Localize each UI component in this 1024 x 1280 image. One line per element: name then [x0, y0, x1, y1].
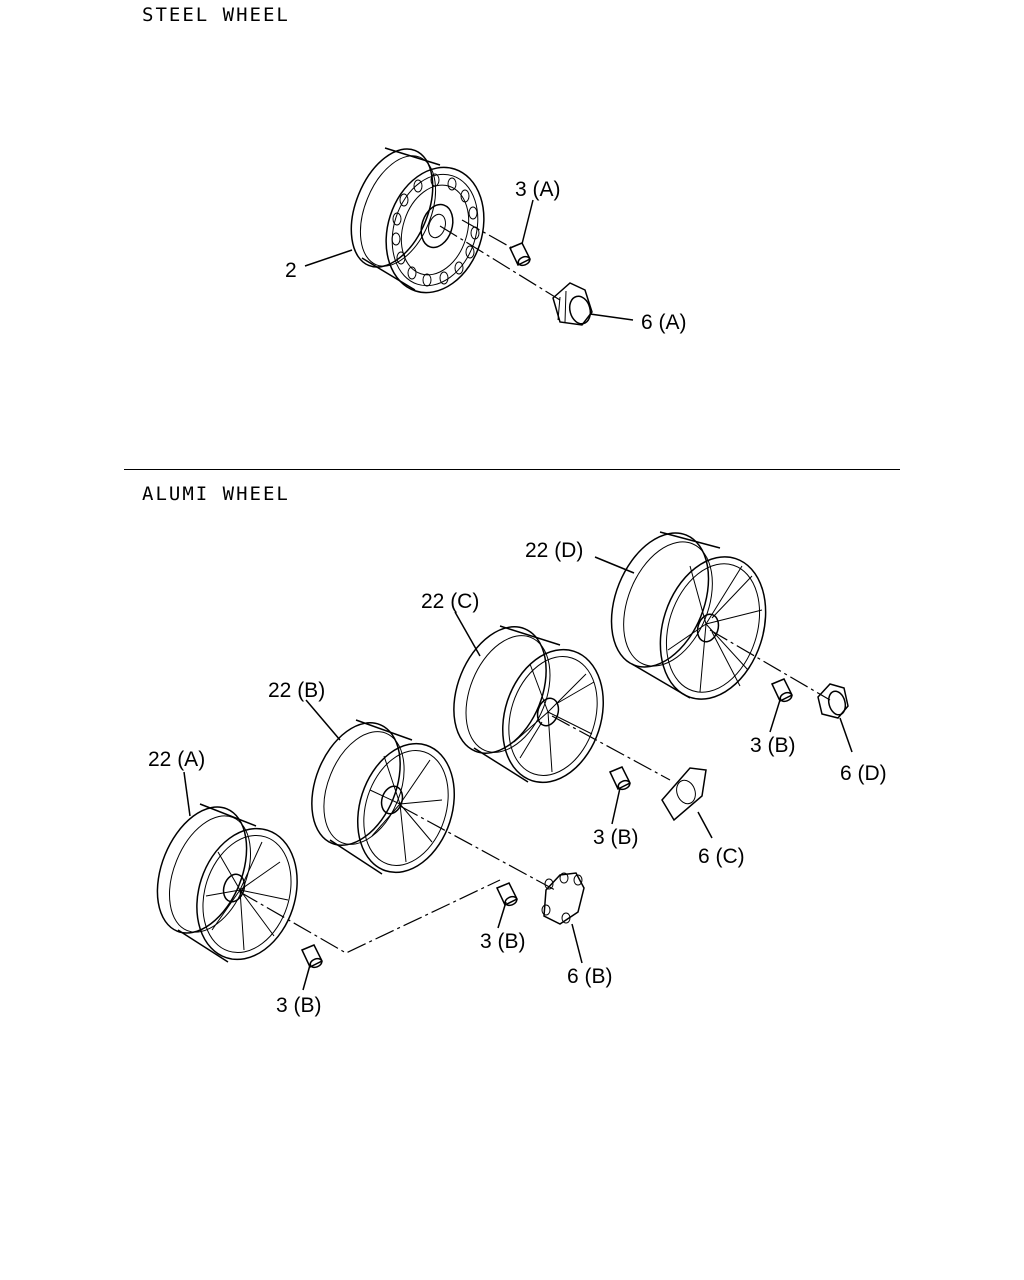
callout-alumi-wheel-b: 22 (B): [268, 679, 325, 702]
callout-alumi-wheel-a: 22 (A): [148, 748, 205, 771]
section-divider: [124, 469, 900, 470]
leader-alumi-c-nut: [611, 787, 621, 825]
callout-cap-d: 6 (D): [840, 762, 887, 785]
callout-nut-b-1: 3 (B): [750, 734, 796, 757]
alumi-d-nut-part: [770, 678, 794, 703]
alumi-b-axis-line: [399, 805, 556, 891]
alumi-a-axis-line: [239, 879, 501, 954]
alumi-wheel-c-part: [453, 625, 605, 784]
callout-cap-b: 6 (B): [567, 965, 613, 988]
leader-alumi-c-cap: [697, 811, 713, 839]
alumi-c-nut-part: [608, 766, 632, 791]
section-title-alumi-wheel: ALUMI WHEEL: [142, 483, 290, 505]
callout-steel-cap: 6 (A): [641, 311, 687, 334]
alumi-b-center-cap-part: [541, 872, 585, 925]
alumi-a-nut-part: [300, 944, 324, 969]
callout-alumi-wheel-c: 22 (C): [421, 590, 479, 613]
leader-alumi-wheel-a: [183, 771, 191, 817]
leader-alumi-d-nut: [769, 699, 781, 733]
alumi-wheel-b-part: [311, 719, 456, 875]
alumi-c-center-cap-part: [661, 767, 707, 822]
leader-alumi-wheel-c: [454, 611, 481, 657]
alumi-c-axis-line: [551, 715, 671, 781]
steel-center-cap-part: [552, 282, 593, 326]
alumi-wheel-d-part: [610, 531, 767, 700]
steel-wheel-vent-holes: [391, 173, 480, 287]
callout-nut-b-4: 3 (B): [276, 994, 322, 1017]
steel-axis-line: [439, 225, 561, 301]
leader-alumi-b-nut: [497, 901, 507, 929]
callout-nut-b-2: 3 (B): [593, 826, 639, 849]
steel-nut-part: [508, 242, 532, 267]
steel-wheel-part: [350, 147, 485, 294]
leader-alumi-d-cap: [839, 717, 853, 753]
leader-alumi-a-nut: [302, 964, 311, 991]
callout-nut-b-3: 3 (B): [480, 930, 526, 953]
leader-alumi-b-cap: [571, 923, 583, 964]
alumi-d-center-cap-part: [817, 683, 849, 719]
leader-alumi-wheel-d: [594, 556, 635, 574]
leader-alumi-wheel-b: [305, 699, 341, 741]
callout-steel-nut: 3 (A): [515, 178, 561, 201]
alumi-b-nut-part: [495, 882, 519, 907]
section-title-steel-wheel: STEEL WHEEL: [142, 4, 290, 26]
leader-steel-wheel: [304, 249, 353, 267]
callout-steel-wheel: 2: [285, 259, 297, 282]
alumi-wheel-a-part: [156, 803, 298, 963]
steel-nut-axis-line: [461, 219, 513, 249]
leader-steel-nut: [521, 199, 534, 245]
callout-cap-c: 6 (C): [698, 845, 745, 868]
alumi-d-axis-line: [709, 629, 831, 701]
leader-steel-cap: [589, 313, 634, 321]
callout-alumi-wheel-d: 22 (D): [525, 539, 583, 562]
